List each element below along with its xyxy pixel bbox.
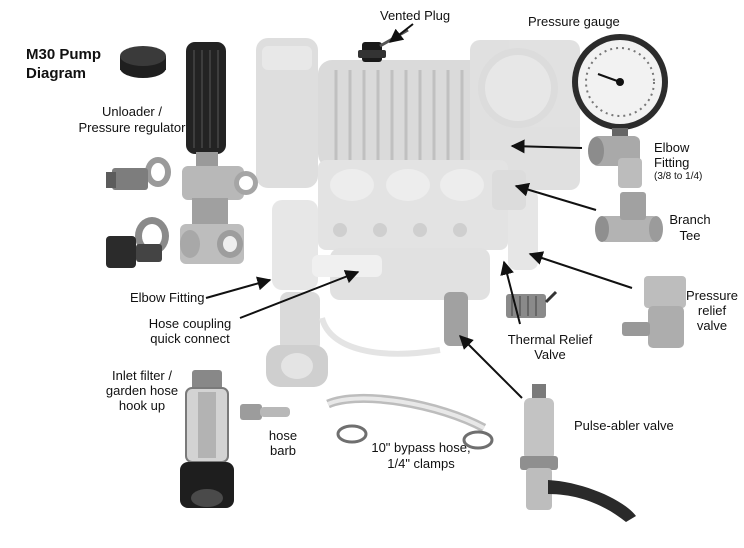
vented-plug-part: [358, 28, 409, 62]
label-pressure-gauge: Pressure gauge: [528, 14, 620, 29]
label-pulse-abler: Pulse-abler valve: [574, 418, 674, 433]
label-bypass-hose-line2: 1/4" clamps: [387, 456, 455, 471]
arrow-pulse-abler: [459, 335, 523, 399]
label-pressure-relief-line2: relief: [697, 303, 727, 318]
pump-body: [256, 38, 580, 387]
label-branch-tee-line2: Tee: [679, 228, 701, 243]
arrow-pressure-relief: [528, 251, 633, 289]
arrow-branch-tee: [514, 182, 597, 211]
banjo-bolts-part: [106, 157, 171, 268]
diagram-title-line2: Diagram: [26, 65, 87, 82]
plug-cap-part: [120, 46, 166, 78]
label-thermal-relief-line1: Thermal Relief: [507, 332, 593, 347]
arrow-elbow-fitting-left: [205, 276, 272, 299]
label-pressure-relief-line3: valve: [696, 318, 728, 333]
label-hose-coupling-line1: Hose coupling: [148, 316, 232, 331]
bypass-hose-part: [326, 394, 494, 450]
hose-barb-part: [240, 404, 290, 420]
branch-tee-part: [595, 192, 663, 242]
pulse-abler-valve-part: [520, 384, 636, 522]
callout-arrows: [205, 23, 633, 399]
label-hose-coupling-line2: quick connect: [150, 331, 230, 346]
arrow-elbow-fitting-right: [510, 139, 583, 154]
label-branch-tee-line1: Branch: [669, 212, 711, 227]
label-inlet-filter-line1: Inlet filter /: [112, 368, 172, 383]
label-inlet-filter-line2: garden hose: [105, 383, 179, 398]
label-elbow-fitting-right-line1: Elbow: [654, 140, 690, 155]
arrow-thermal-relief: [500, 260, 521, 325]
label-bypass-hose-line1: 10" bypass hose,: [371, 440, 471, 455]
diagram-title-line1: M30 Pump: [26, 46, 102, 63]
elbow-fitting-right-part: [588, 136, 642, 188]
unloader-part: [180, 42, 258, 264]
label-elbow-fitting-right-line2: Fitting: [654, 155, 690, 170]
pressure-relief-valve-part: [622, 276, 686, 348]
label-unloader-line1: Unloader /: [102, 104, 162, 119]
label-inlet-filter-line3: hook up: [118, 398, 166, 413]
label-elbow-fitting-right-line3: (3/8 to 1/4): [654, 171, 703, 182]
arrow-vented-plug: [388, 23, 414, 43]
label-pressure-relief-line1: Pressure: [685, 288, 739, 303]
arrow-hose-coupling: [239, 270, 360, 319]
label-unloader-line2: Pressure regulator: [78, 120, 186, 135]
pressure-gauge-part: [478, 34, 668, 138]
label-vented-plug: Vented Plug: [380, 8, 451, 23]
label-hose-barb-line1: hose: [268, 428, 298, 443]
label-hose-barb-line2: barb: [269, 443, 297, 458]
inlet-filter-part: [180, 370, 234, 508]
label-elbow-fitting-left: Elbow Fitting: [130, 290, 205, 305]
label-thermal-relief-line2: Valve: [534, 347, 566, 362]
